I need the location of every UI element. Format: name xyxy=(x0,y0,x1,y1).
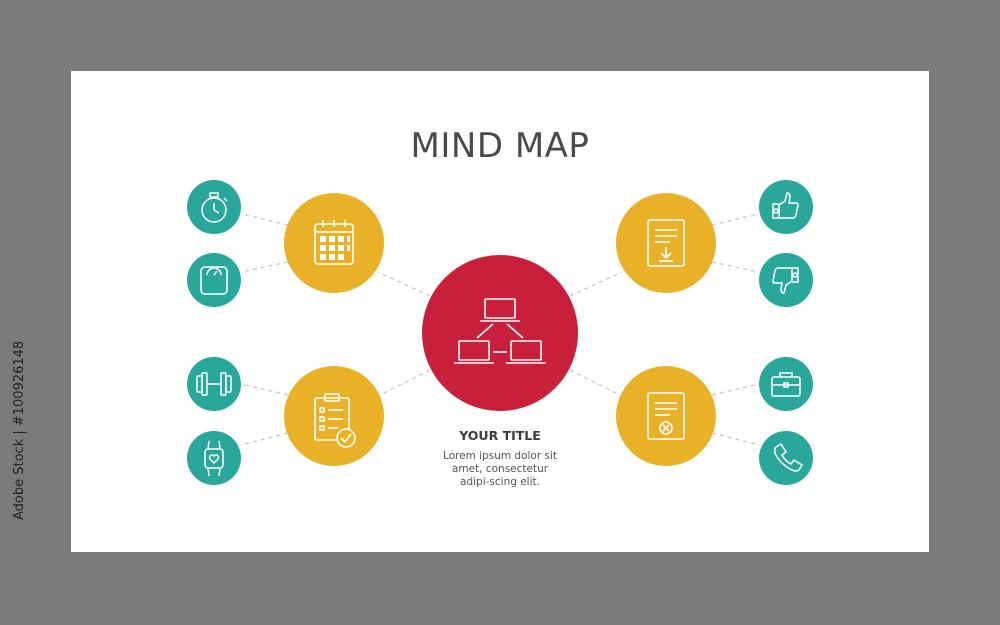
leaf-stopwatch xyxy=(187,180,241,234)
leaf-briefcase xyxy=(759,357,813,411)
thumbs-down-icon xyxy=(772,267,799,294)
stopwatch-icon xyxy=(201,192,228,223)
center-node xyxy=(422,255,578,411)
hub-top-left xyxy=(284,193,384,293)
document-reject-icon xyxy=(647,392,685,440)
connector xyxy=(711,213,760,226)
smartwatch-icon xyxy=(204,440,224,477)
checklist-icon xyxy=(314,393,356,448)
connector xyxy=(240,432,289,446)
leaf-thumbs-up xyxy=(759,180,813,234)
connector xyxy=(711,261,760,273)
connector xyxy=(569,369,623,397)
hub-bottom-left xyxy=(284,366,384,466)
calendar-icon xyxy=(314,220,354,265)
caption-title: YOUR TITLE xyxy=(459,428,541,443)
connector xyxy=(240,213,289,226)
connector xyxy=(569,271,623,297)
dumbbell-icon xyxy=(196,372,232,396)
connector xyxy=(240,261,289,273)
leaf-thumbs-down xyxy=(759,253,813,307)
connector xyxy=(711,383,760,396)
connector xyxy=(240,383,289,396)
leaf-smartwatch xyxy=(187,431,241,485)
hub-bottom-right xyxy=(616,366,716,466)
stock-id-label: Adobe Stock | #100926148 xyxy=(12,340,27,520)
connector xyxy=(377,369,431,397)
leaf-phone xyxy=(759,431,813,485)
leaf-scale xyxy=(187,253,241,307)
briefcase-icon xyxy=(771,372,801,397)
center-caption: YOUR TITLE Lorem ipsum dolor sit amet, c… xyxy=(408,428,592,489)
phone-icon xyxy=(773,442,804,472)
document-download-icon xyxy=(647,219,685,267)
page-title: MIND MAP xyxy=(410,126,590,166)
leaf-dumbbell xyxy=(187,357,241,411)
connectors xyxy=(240,213,760,446)
network-computers-icon xyxy=(454,298,546,364)
connector xyxy=(711,432,760,446)
connector xyxy=(377,271,431,297)
thumbs-up-icon xyxy=(772,192,799,219)
scale-icon xyxy=(200,266,228,295)
hub-top-right xyxy=(616,193,716,293)
caption-body: Lorem ipsum dolor sit amet, consectetur … xyxy=(442,450,558,488)
